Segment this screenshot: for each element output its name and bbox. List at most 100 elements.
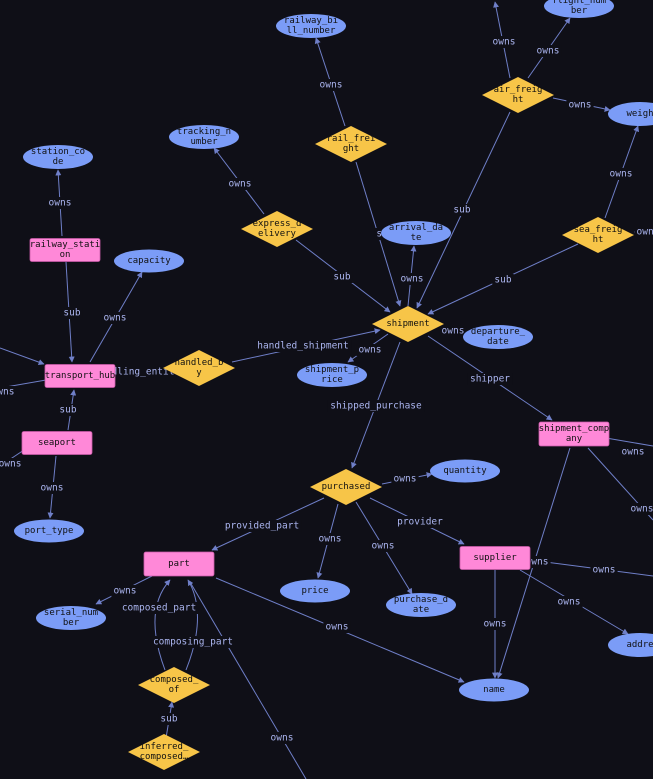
node-price[interactable]: price [280, 579, 350, 603]
node-tracking-number[interactable]: tracking_number [169, 125, 239, 149]
node-address[interactable]: addre [608, 633, 653, 657]
node-label: elivery [258, 229, 297, 239]
node-arrival-date[interactable]: arrival_date [381, 221, 451, 245]
node-label: any [566, 434, 583, 444]
edge-label-bg [317, 79, 345, 91]
node-label: transport_hub [45, 371, 115, 381]
node-shape [276, 14, 346, 38]
node-composed-of[interactable]: composed_of [138, 667, 210, 703]
node-inferred-composed[interactable]: inferred_composed… [128, 734, 200, 770]
node-label: on [60, 250, 71, 260]
edge-label-sub: sub [492, 274, 514, 286]
node-part[interactable]: part [143, 551, 215, 577]
edge-label-owns: owns [619, 446, 647, 458]
edge-label-text: owns [631, 504, 653, 515]
node-label: ber [63, 618, 80, 628]
edge-label-bg [331, 271, 353, 283]
edge-label-shipped-purchase: shipped_purchase [327, 400, 425, 412]
node-seaport[interactable]: seaport [21, 431, 93, 455]
node-label: departure_ [471, 327, 526, 337]
node-departure-date[interactable]: departure_date [463, 325, 533, 349]
node-supplier[interactable]: supplier [459, 546, 531, 570]
node-shape [482, 77, 554, 113]
node-label: name [483, 685, 505, 695]
node-label: shipment_comp [539, 424, 609, 434]
node-shipment[interactable]: shipment [372, 306, 444, 342]
node-shape [21, 431, 93, 455]
edge-label-owns: owns [0, 386, 17, 398]
edge-label-bg [101, 312, 129, 324]
node-label: sea_freig [574, 225, 623, 235]
edge-label-text: owns [372, 541, 395, 552]
node-label: station_co [31, 147, 85, 157]
edge-label-bg [119, 602, 199, 614]
node-port-type[interactable]: port_type [14, 519, 84, 543]
node-shape [430, 459, 500, 483]
edge-label-bg [327, 400, 425, 412]
node-label: railway_stati [30, 240, 100, 250]
node-purchase-date[interactable]: purchase_date [386, 593, 456, 617]
edge-label-bg [534, 45, 562, 57]
node-label: ate [413, 605, 429, 615]
node-shape [544, 0, 614, 18]
edge-label-bg [38, 482, 66, 494]
node-label: rail_frei [327, 134, 376, 144]
node-label: handled_b [175, 358, 224, 368]
node-weight[interactable]: weigh [608, 102, 653, 126]
edge-label-owns: owns [607, 168, 635, 180]
node-railway-station[interactable]: railway_station [29, 238, 101, 262]
node-label: tracking_n [177, 127, 231, 137]
node-label: of [169, 685, 180, 695]
node-shape [128, 734, 200, 770]
edge-company-owns-right [605, 437, 653, 447]
node-label: seaport [38, 438, 76, 448]
node-capacity[interactable]: capacity [114, 249, 184, 273]
node-label: rice [321, 375, 343, 385]
edge-label-text: owns [41, 483, 64, 494]
edge-label-bg [566, 99, 594, 111]
edge-label-bg [0, 386, 17, 398]
edge-label-owns: owns [369, 540, 397, 552]
node-serial-number[interactable]: serial_number [36, 606, 106, 630]
edge-label-bg [481, 618, 509, 630]
edge-label-text: owns [637, 227, 653, 238]
edge-label-bg [555, 596, 583, 608]
edge-label-shipper: shipper [467, 373, 513, 385]
node-quantity[interactable]: quantity [430, 459, 500, 483]
edge-label-sub: sub [331, 271, 353, 283]
edge-label-text: owns [114, 586, 137, 597]
node-label: ll_number [287, 26, 336, 36]
edge-label-bg [439, 325, 467, 337]
node-label: de [53, 157, 64, 167]
edge-label-text: owns [493, 37, 516, 48]
node-label: supplier [473, 553, 517, 563]
node-flight-number[interactable]: flight_number [544, 0, 614, 18]
node-purchased[interactable]: purchased [310, 469, 382, 505]
node-shape [169, 125, 239, 149]
edge-left-sub-hub [0, 347, 45, 365]
node-label: addre [626, 640, 653, 650]
node-handled-by[interactable]: handled_by [163, 350, 235, 386]
edge-label-composed-part: composed_part [119, 602, 199, 614]
edge-label-sub: sub [451, 204, 473, 216]
node-label: ber [571, 6, 588, 16]
node-name[interactable]: name [459, 678, 529, 702]
node-shape [143, 551, 215, 577]
edge-label-owns: owns [590, 564, 618, 576]
node-shipment-price[interactable]: shipment_price [297, 363, 367, 387]
edge-label-sub: sub [158, 713, 180, 725]
edge-label-owns: owns [226, 178, 254, 190]
node-label: composed… [140, 752, 189, 762]
node-transport-hub[interactable]: transport_hub [44, 364, 116, 388]
edge-label-bg [492, 274, 514, 286]
edge-label-text: owns [622, 447, 645, 458]
node-shape [381, 221, 451, 245]
